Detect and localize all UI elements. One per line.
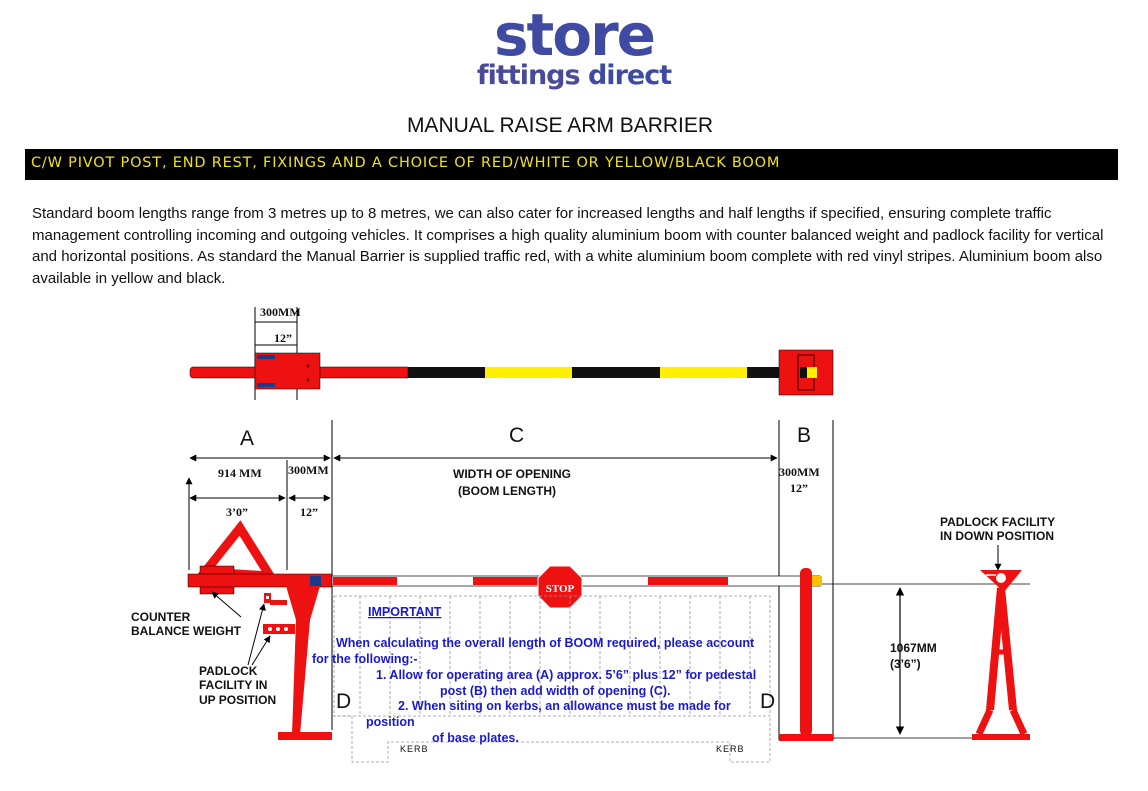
opening-area [332, 595, 771, 763]
padlock-up-line1: PADLOCK [199, 664, 258, 678]
svg-text:*: * [306, 363, 310, 374]
logo-word-fittings-direct: fittings direct [476, 60, 672, 91]
dim-300mm-right: 300MM [779, 465, 820, 479]
dim-914mm: 914 MM [218, 466, 262, 480]
important-note: IMPORTANT When calculating the overall l… [312, 605, 756, 745]
section-a-label: A [240, 427, 254, 450]
dim-12in-right: 12” [790, 481, 808, 495]
note-line-1: When calculating the overall length of B… [336, 636, 755, 650]
product-description: Standard boom lengths range from 3 metre… [32, 205, 1104, 287]
feature-banner: C/W PIVOT POST, END REST, FIXINGS AND A … [25, 149, 1118, 180]
boom-arm: STOP [331, 565, 822, 609]
dim-3ft: 3’0” [226, 505, 248, 519]
note-line-7: of base plates. [432, 731, 519, 745]
plan-dim-mm: 300MM [260, 305, 301, 319]
svg-text:*: * [306, 377, 310, 388]
note-line-3: 1. Allow for operating area (A) approx. … [376, 668, 756, 682]
pivot-post [187, 520, 333, 740]
brand-logo: store fittings direct [0, 6, 1148, 90]
end-rest-post: 1067MM (3’6”) [779, 568, 1030, 741]
note-line-6: position [366, 715, 415, 729]
padlock-down-line2: IN DOWN POSITION [940, 529, 1054, 543]
d-label-right: D [760, 690, 775, 713]
padlock-up-line3: UP POSITION [199, 693, 276, 707]
height-ft: (3’6”) [890, 657, 921, 671]
padlock-up-line2: FACILITY IN [199, 678, 267, 692]
section-c-label: C [509, 424, 524, 447]
note-line-2: for the following:- [312, 652, 418, 666]
counter-weight-line1: COUNTER [131, 610, 191, 624]
counter-weight-line2: BALANCE WEIGHT [131, 624, 242, 638]
plan-view: 300MM 12” * * [189, 305, 834, 400]
width-of-opening-label: WIDTH OF OPENING [453, 467, 571, 481]
kerb-label-right: KERB [716, 744, 745, 754]
section-b-label: B [797, 424, 811, 447]
important-heading: IMPORTANT [368, 605, 442, 619]
padlock-down-line1: PADLOCK FACILITY [940, 515, 1055, 529]
logo-word-store: store [493, 1, 656, 69]
note-line-4: post (B) then add width of opening (C). [440, 684, 671, 698]
stop-sign-text: STOP [546, 583, 575, 595]
down-padlock-stand: PADLOCK FACILITY IN DOWN POSITION [940, 515, 1055, 740]
kerb-label-left: KERB [400, 744, 429, 754]
boom-length-label: (BOOM LENGTH) [458, 484, 556, 498]
height-mm: 1067MM [890, 641, 937, 655]
dim-12in-left: 12” [300, 505, 318, 519]
left-labels: COUNTER BALANCE WEIGHT PADLOCK FACILITY … [131, 591, 276, 707]
dim-300mm-left: 300MM [288, 463, 329, 477]
d-label-left: D [336, 690, 351, 713]
banner-text: C/W PIVOT POST, END REST, FIXINGS AND A … [31, 155, 781, 171]
note-line-5: 2. When siting on kerbs, an allowance mu… [398, 699, 731, 713]
page-title: MANUAL RAISE ARM BARRIER [406, 114, 714, 137]
plan-dim-in: 12” [274, 331, 292, 345]
